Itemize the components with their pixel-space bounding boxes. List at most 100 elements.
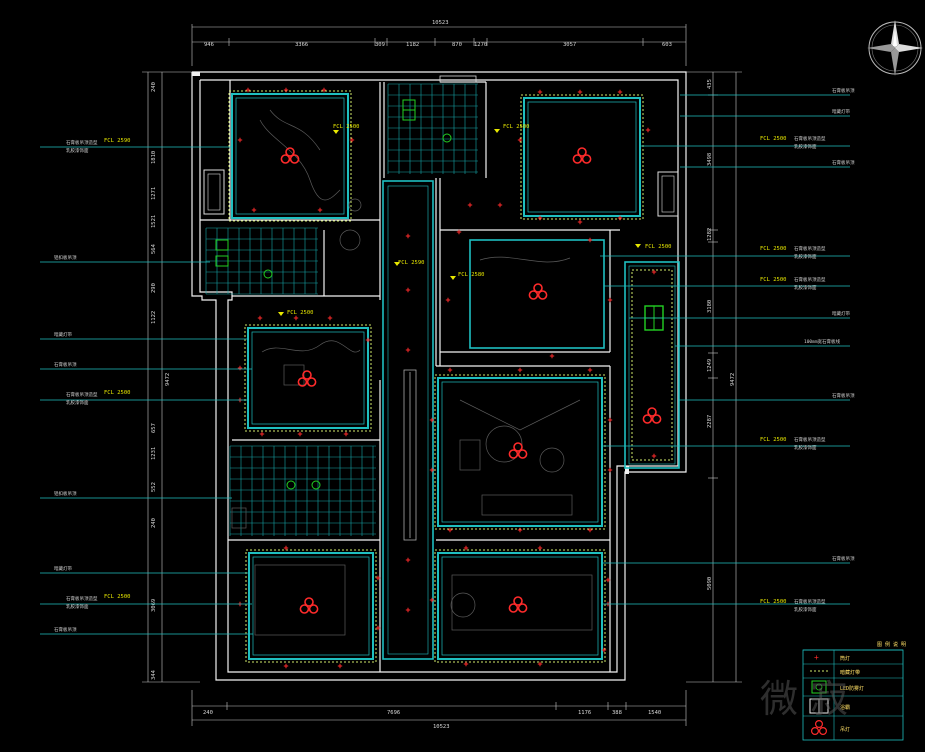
downlight-icon (517, 527, 523, 533)
annotation-r1: 石膏板吊顶 (832, 87, 855, 94)
downlight-icon (405, 347, 411, 353)
svg-text:石膏板吊顶: 石膏板吊顶 (832, 87, 855, 94)
legend-item-4: 浴霸 (840, 704, 850, 711)
led-lamp-icon (286, 480, 296, 490)
downlight-icon (365, 337, 371, 343)
fcl-label: FCL 2500 (635, 244, 672, 250)
legend: 图 例 说 明 + 筒灯 暗藏灯带 LED防雾灯 浴霸 吊灯 (802, 641, 906, 741)
downlight-icon (607, 417, 613, 423)
led-lamp-icon (442, 133, 452, 143)
left-dim-9: 1231 (151, 447, 157, 460)
tile-grids (205, 83, 478, 536)
annotation-7: 暗藏灯带 (54, 565, 72, 572)
annotation-3: 暗藏灯带 (54, 331, 72, 338)
downlight-icon (537, 545, 543, 551)
svg-text:FCL 2590: FCL 2590 (398, 260, 425, 266)
led-strip-lines (228, 90, 673, 663)
legend-item-2: 暗藏灯带 (840, 669, 860, 676)
svg-text:石膏板吊顶造型: 石膏板吊顶造型 (66, 139, 98, 146)
top-dim-5: 870 (452, 42, 462, 48)
downlight-icon (467, 202, 473, 208)
downlight-icon (321, 87, 327, 93)
top-dim-2: 3366 (295, 42, 308, 48)
bottom-total-dimension: 10523 (433, 724, 450, 730)
svg-text:乳胶漆饰面: 乳胶漆饰面 (794, 253, 817, 260)
downlight-icon (517, 367, 523, 373)
svg-text:铝扣板吊顶: 铝扣板吊顶 (54, 254, 77, 261)
svg-text:暗藏灯带: 暗藏灯带 (54, 565, 72, 572)
led-lamp-icon (311, 480, 321, 490)
annotation-9: 石膏板吊顶 (54, 626, 77, 633)
annotation-r7: 暗藏灯带 (832, 310, 850, 317)
annotation-4: 石膏板吊顶 (54, 361, 77, 368)
svg-text:FCL 2500: FCL 2500 (645, 244, 672, 250)
right-dimension-texts: 435 3498 1282 3180 1249 2287 5090 9472 (707, 79, 736, 590)
leader-lines-right (600, 94, 850, 605)
svg-text:石膏板吊顶造型: 石膏板吊顶造型 (66, 595, 98, 602)
pendant-lamp-icons (280, 147, 662, 614)
bottom-dim-5: 1540 (648, 710, 661, 716)
downlight-icon (645, 127, 651, 133)
right-total-dimension: 9472 (730, 373, 736, 386)
right-dim-6: 2287 (707, 415, 713, 428)
pendant-lamp-icon (297, 370, 317, 387)
downlight-icon (429, 467, 435, 473)
downlight-icon (343, 431, 349, 437)
compass-rose-icon (867, 20, 923, 76)
svg-text:石膏板吊顶造型: 石膏板吊顶造型 (794, 135, 826, 142)
downlight-icon (349, 137, 355, 143)
svg-text:乳胶漆饰面: 乳胶漆饰面 (66, 147, 89, 154)
svg-text:石膏板吊顶造型: 石膏板吊顶造型 (794, 245, 826, 252)
left-dim-7: 1122 (151, 311, 157, 324)
downlight-icon (293, 315, 299, 321)
left-dim-13: 344 (151, 669, 157, 680)
svg-text:石膏板吊顶造型: 石膏板吊顶造型 (66, 391, 98, 398)
downlight-icon (577, 219, 583, 225)
dimension-lines (142, 24, 742, 726)
downlight-icon (447, 527, 453, 533)
annotation-r9: 石膏板吊顶 (832, 392, 855, 399)
downlight-icon (587, 367, 593, 373)
svg-text:铝扣板吊顶: 铝扣板吊顶 (54, 490, 77, 497)
svg-text:FCL 2500: FCL 2500 (104, 594, 131, 600)
pendant-lamp-icon (810, 719, 828, 736)
right-dim-1: 435 (707, 79, 713, 89)
downlight-icon (337, 663, 343, 669)
svg-text:石膏板吊顶造型: 石膏板吊顶造型 (794, 436, 826, 443)
svg-text:FCL 2500: FCL 2500 (760, 136, 787, 142)
wall-fills (192, 72, 679, 474)
right-dim-4: 3180 (707, 300, 713, 313)
led-lamp-icon (811, 680, 827, 694)
downlight-icon (375, 575, 381, 581)
left-dim-4: 1521 (151, 215, 157, 228)
downlight-icon (463, 545, 469, 551)
svg-text:FCL 2500: FCL 2500 (760, 599, 787, 605)
corridor-light-slot (403, 369, 417, 541)
svg-text:乳胶漆饰面: 乳胶漆饰面 (794, 143, 817, 150)
downlight-icon (283, 87, 289, 93)
downlight-icon (405, 557, 411, 563)
downlight-icon (537, 89, 543, 95)
left-dim-12: 3069 (151, 599, 157, 612)
downlight-icon (607, 297, 613, 303)
right-dim-2: 3498 (707, 153, 713, 166)
svg-text:乳胶漆饰面: 乳胶漆饰面 (794, 444, 817, 451)
fcl-label: FCL 2590 (394, 260, 425, 266)
downlight-icon (429, 597, 435, 603)
downlight-icon (517, 137, 523, 143)
downlight-icon (605, 577, 611, 583)
left-dim-3: 1271 (151, 187, 157, 200)
downlight-icon (429, 417, 435, 423)
svg-text:FCL 2500: FCL 2500 (104, 390, 131, 396)
left-total-dimension: 9472 (165, 373, 171, 386)
downlight-icon (537, 661, 543, 667)
legend-title: 图 例 说 明 (877, 641, 906, 648)
pendant-lamp-icon (642, 407, 662, 424)
